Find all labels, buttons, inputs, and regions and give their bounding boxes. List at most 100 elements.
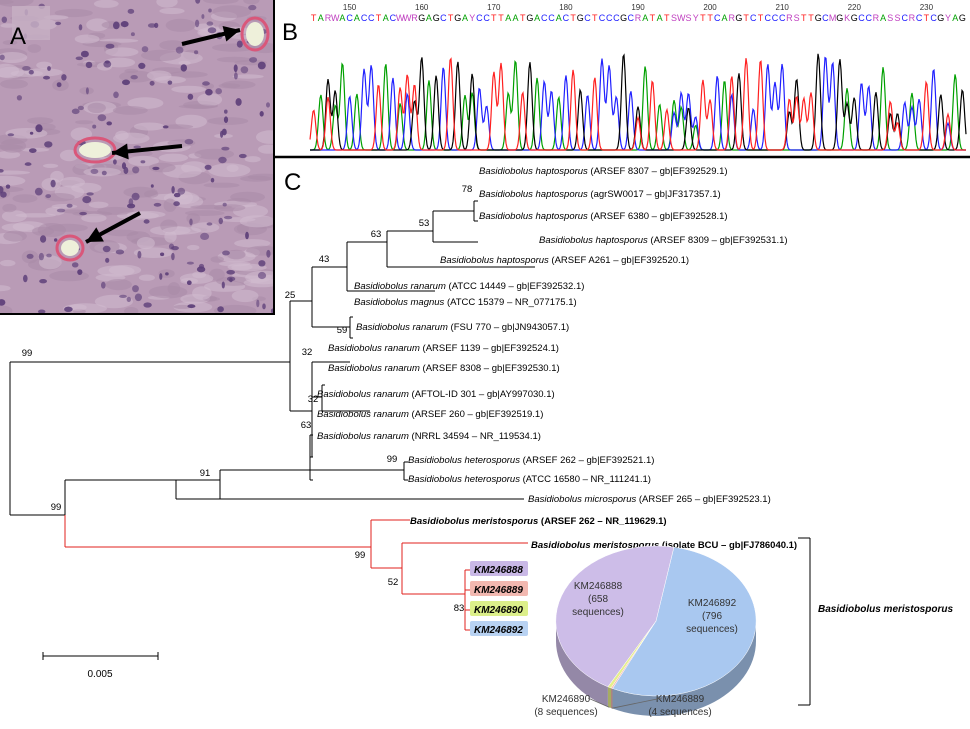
base-call: A xyxy=(952,13,958,23)
base-call: A xyxy=(556,13,562,23)
base-call: C xyxy=(865,13,872,23)
tissue-fiber xyxy=(148,285,188,299)
cell-nucleus xyxy=(189,218,193,226)
cell-nucleus xyxy=(218,217,223,225)
clade-label: Basidiobolus meristosporus xyxy=(818,604,953,615)
base-call: C xyxy=(765,13,772,23)
tree-leaf-label: Basidiobolus ranarum (FSU 770 – gb|JN943… xyxy=(356,322,569,333)
base-call: C xyxy=(563,13,570,23)
tissue-fiber xyxy=(37,223,66,237)
tissue-fiber xyxy=(0,23,16,28)
tree-leaf-label: Basidiobolus microsporus (ARSEF 265 – gb… xyxy=(528,494,771,505)
cell-nucleus xyxy=(29,148,37,154)
trace-g xyxy=(310,53,967,151)
species-name: Basidiobolus heterosporus xyxy=(408,474,520,485)
cell-nucleus xyxy=(226,270,235,275)
cell-nucleus xyxy=(187,93,194,100)
tissue-fiber xyxy=(216,276,252,286)
base-call: S xyxy=(794,13,800,23)
cell-nucleus xyxy=(105,43,115,49)
species-name: Basidiobolus ranarum xyxy=(317,431,409,442)
tissue-fiber xyxy=(167,71,208,78)
cell-nucleus xyxy=(198,263,205,269)
cell-nucleus xyxy=(215,88,222,95)
cell-nucleus xyxy=(236,40,243,48)
tissue-fiber xyxy=(236,223,249,234)
cell-nucleus xyxy=(149,80,155,86)
tissue-fiber xyxy=(133,122,165,131)
cell-nucleus xyxy=(221,281,225,289)
base-call: S xyxy=(887,13,893,23)
base-call: A xyxy=(880,13,886,23)
species-name: Basidiobolus ranarum xyxy=(354,281,446,292)
cell-nucleus xyxy=(171,252,175,261)
base-call: T xyxy=(664,13,670,23)
tissue-fiber xyxy=(187,244,200,251)
cell-nucleus xyxy=(127,203,136,209)
cell-nucleus xyxy=(152,166,160,171)
base-call: C xyxy=(772,13,779,23)
cell-nucleus xyxy=(217,306,224,313)
base-call: T xyxy=(808,13,814,23)
cell-nucleus xyxy=(40,235,47,243)
base-call: T xyxy=(758,13,764,23)
cell-nucleus xyxy=(131,192,140,201)
isolate-highlight xyxy=(470,581,528,596)
bootstrap-value: 99 xyxy=(22,348,33,359)
pie-slice-count: (796 xyxy=(702,611,722,622)
tissue-fiber xyxy=(244,156,261,163)
base-call: G xyxy=(735,13,742,23)
tissue-fiber xyxy=(231,289,259,303)
cell-nucleus xyxy=(22,66,31,71)
cell-nucleus xyxy=(101,170,107,176)
cell-nucleus xyxy=(222,250,230,256)
cell-nucleus xyxy=(207,27,217,34)
arrow-head xyxy=(222,25,240,42)
cell-nucleus xyxy=(208,8,212,13)
tree-leaf-label: Basidiobolus meristosporus (ARSEF 262 – … xyxy=(410,516,667,527)
cell-nucleus xyxy=(7,133,15,137)
base-call: T xyxy=(498,13,504,23)
cell-nucleus xyxy=(233,64,238,73)
base-call: A xyxy=(512,13,518,23)
cell-nucleus xyxy=(85,87,89,95)
base-call: C xyxy=(916,13,923,23)
base-call: W xyxy=(396,13,405,23)
base-call: W xyxy=(331,13,340,23)
tissue-fiber xyxy=(105,47,139,57)
cell-nucleus xyxy=(47,66,51,71)
panel-label-c: C xyxy=(284,169,301,196)
cell-nucleus xyxy=(86,192,94,196)
cell-nucleus xyxy=(186,261,194,265)
tissue-fiber xyxy=(192,286,212,300)
cell-nucleus xyxy=(201,14,205,19)
cell-nucleus xyxy=(194,50,199,55)
tissue-fiber xyxy=(59,176,85,188)
tissue-fiber xyxy=(0,0,34,7)
base-call: S xyxy=(671,13,677,23)
cell-nucleus xyxy=(206,21,214,26)
tissue-fiber xyxy=(2,203,17,213)
cell-nucleus xyxy=(220,130,224,138)
cell-nucleus xyxy=(137,250,142,259)
base-call: G xyxy=(815,13,822,23)
cell-nucleus xyxy=(221,146,230,151)
tree-leaf-label: Basidiobolus ranarum (ATCC 14449 – gb|EF… xyxy=(354,281,584,292)
tissue-fiber xyxy=(0,139,27,153)
base-call: A xyxy=(426,13,432,23)
tissue-fiber xyxy=(146,70,172,81)
pie-slice-count: (8 sequences) xyxy=(534,707,597,718)
cell-nucleus xyxy=(167,80,173,85)
tree-leaf-label: Basidiobolus meristosporus (isolate BCU … xyxy=(531,540,797,551)
cell-nucleus xyxy=(43,75,50,80)
species-name: Basidiobolus haptosporus xyxy=(479,166,588,177)
cell-nucleus xyxy=(141,46,149,53)
cell-nucleus xyxy=(126,296,131,302)
cell-nucleus xyxy=(92,124,97,129)
tissue-fiber xyxy=(156,0,178,8)
pie-slice-side xyxy=(555,621,608,707)
scale-label: 0.005 xyxy=(87,669,112,680)
cell-nucleus xyxy=(56,82,62,88)
tissue-fiber xyxy=(97,265,135,277)
